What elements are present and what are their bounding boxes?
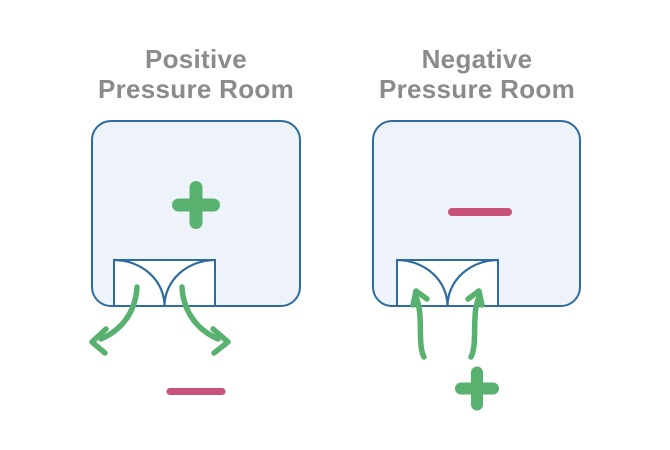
outflow-arrow-left-head-icon bbox=[89, 326, 109, 356]
positive-door-right-swing-arc bbox=[163, 258, 216, 307]
positive-room-plus-icon bbox=[172, 181, 220, 229]
negative-room-exterior-plus-icon bbox=[455, 366, 499, 411]
negative-room-inflow-arrows bbox=[410, 288, 485, 360]
negative-door-left-swing-arc bbox=[396, 258, 449, 307]
positive-door-left-swing-arc bbox=[113, 258, 166, 307]
inflow-arrow-left-head-icon bbox=[410, 288, 430, 308]
outflow-arrow-left-stem bbox=[98, 284, 140, 342]
outflow-arrow-right-stem bbox=[179, 284, 221, 342]
inflow-arrow-right-stem bbox=[468, 294, 482, 360]
outflow-arrow-right-head-icon bbox=[210, 326, 231, 356]
positive-room-title: Positive Pressure Room bbox=[97, 44, 295, 104]
negative-door-right-swing-arc bbox=[446, 258, 499, 307]
inflow-arrow-right-head-icon bbox=[465, 288, 485, 308]
negative-room-title: Negative Pressure Room bbox=[378, 44, 576, 104]
positive-room-outflow-arrows bbox=[89, 284, 231, 356]
inflow-arrow-left-stem bbox=[413, 294, 427, 360]
